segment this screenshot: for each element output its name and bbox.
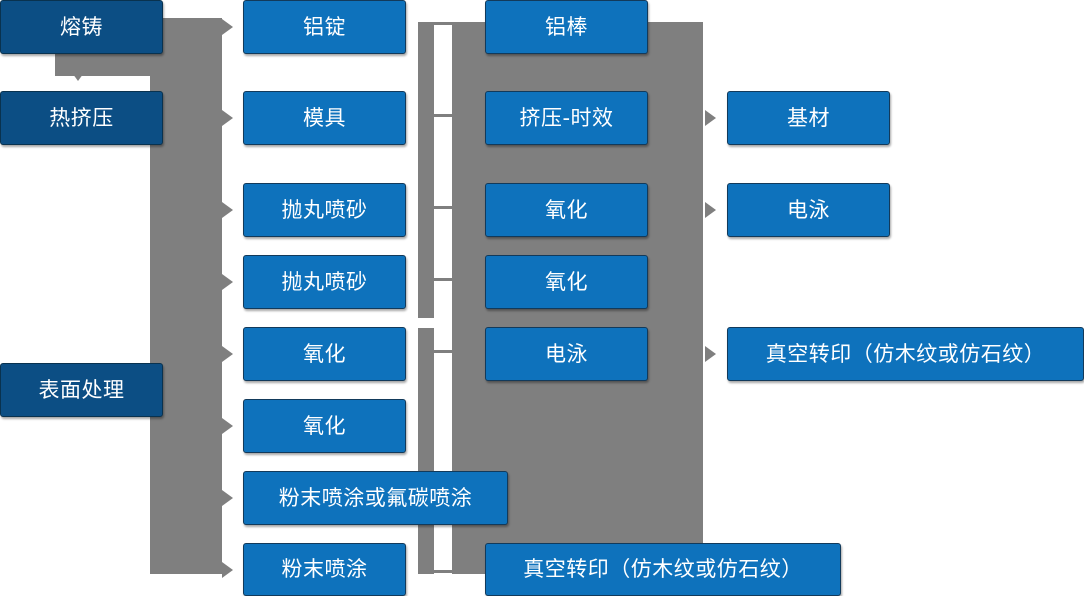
step-label-shot-blasting-2: 抛丸喷砂 — [281, 269, 368, 294]
stage-label-surface-treatment: 表面处理 — [38, 377, 125, 402]
connector-arrow-to-powder-spray — [222, 562, 233, 578]
step-label-powder-spray: 粉末喷涂 — [281, 557, 368, 582]
step-box-oxidation-1[interactable]: 氧化 — [243, 327, 406, 381]
process-label-aluminum-bar: 铝棒 — [545, 14, 588, 39]
connector-arrow-to-oxidation-2 — [222, 418, 233, 434]
connector-tick-5 — [434, 350, 454, 353]
connector-arrow-down-melt-to-extrusion — [70, 70, 86, 81]
step-label-oxidation-1: 氧化 — [303, 341, 346, 366]
output-label-vacuum-transfer-printing: 真空转印（仿木纹或仿石纹） — [765, 341, 1046, 366]
process-label-oxidation-a: 氧化 — [545, 197, 588, 222]
step-box-powder-spray[interactable]: 粉末喷涂 — [243, 543, 406, 596]
connector-arrow-to-electrophoresis-output — [705, 202, 716, 218]
process-box-electrophoresis[interactable]: 电泳 — [485, 327, 648, 381]
connector-tick-4 — [434, 278, 454, 281]
connector-tick-3 — [434, 206, 454, 209]
connector-arrow-to-vacuum-transfer — [705, 346, 716, 362]
stage-box-hot-extrusion[interactable]: 热挤压 — [0, 91, 163, 145]
output-box-electrophoresis[interactable]: 电泳 — [727, 183, 890, 237]
stage-label-hot-extrusion: 热挤压 — [49, 105, 114, 130]
process-box-extrusion-aging[interactable]: 挤压-时效 — [485, 91, 648, 145]
step-box-aluminum-ingot[interactable]: 铝锭 — [243, 0, 406, 54]
connector-arrow-to-aluminum-ingot — [222, 19, 233, 35]
step-label-mould: 模具 — [303, 105, 346, 130]
step-label-aluminum-ingot: 铝锭 — [303, 14, 346, 39]
output-label-base-material: 基材 — [787, 105, 830, 130]
output-label-electrophoresis: 电泳 — [787, 197, 830, 222]
connector-arrow-to-oxidation-1 — [222, 346, 233, 362]
step-box-oxidation-2[interactable]: 氧化 — [243, 399, 406, 453]
step-box-powder-or-fluorocarbon-spray[interactable]: 粉末喷涂或氟碳喷涂 — [243, 471, 508, 525]
step-box-mould[interactable]: 模具 — [243, 91, 406, 145]
process-label-vacuum-transfer-printing-bottom: 真空转印（仿木纹或仿石纹） — [523, 557, 803, 582]
stage-box-surface-treatment[interactable]: 表面处理 — [0, 363, 163, 417]
process-label-electrophoresis: 电泳 — [545, 341, 588, 366]
connector-tick-6 — [434, 570, 454, 573]
stage-box-melt-cast[interactable]: 熔铸 — [0, 0, 163, 54]
step-label-shot-blasting-1: 抛丸喷砂 — [281, 197, 368, 222]
step-label-oxidation-2: 氧化 — [303, 413, 346, 438]
step-box-shot-blasting-1[interactable]: 抛丸喷砂 — [243, 183, 406, 237]
connector-rail-left-lower — [418, 328, 434, 574]
step-label-powder-or-fluorocarbon-spray: 粉末喷涂或氟碳喷涂 — [278, 485, 473, 510]
process-label-oxidation-b: 氧化 — [545, 269, 588, 294]
connector-arrow-to-base-material — [705, 110, 716, 126]
connector-arrow-to-shot-blasting-1 — [222, 202, 233, 218]
process-box-vacuum-transfer-printing-bottom[interactable]: 真空转印（仿木纹或仿石纹） — [485, 543, 841, 596]
process-box-oxidation-b[interactable]: 氧化 — [485, 255, 648, 309]
stage-label-melt-cast: 熔铸 — [60, 14, 103, 39]
step-box-shot-blasting-2[interactable]: 抛丸喷砂 — [243, 255, 406, 309]
connector-tick-1 — [418, 22, 454, 25]
connector-surface-treatment-link — [163, 388, 185, 391]
output-box-vacuum-transfer-printing[interactable]: 真空转印（仿木纹或仿石纹） — [727, 327, 1084, 381]
connector-rail-left — [418, 22, 434, 318]
connector-tick-2 — [434, 114, 454, 117]
connector-arrow-to-powder-fluorocarbon — [222, 490, 233, 506]
output-box-base-material[interactable]: 基材 — [727, 91, 890, 145]
process-box-oxidation-a[interactable]: 氧化 — [485, 183, 648, 237]
process-box-aluminum-bar[interactable]: 铝棒 — [485, 0, 648, 54]
connector-arrow-to-mould — [222, 110, 233, 126]
process-label-extrusion-aging: 挤压-时效 — [519, 105, 614, 130]
connector-arrow-to-shot-blasting-2 — [222, 274, 233, 290]
